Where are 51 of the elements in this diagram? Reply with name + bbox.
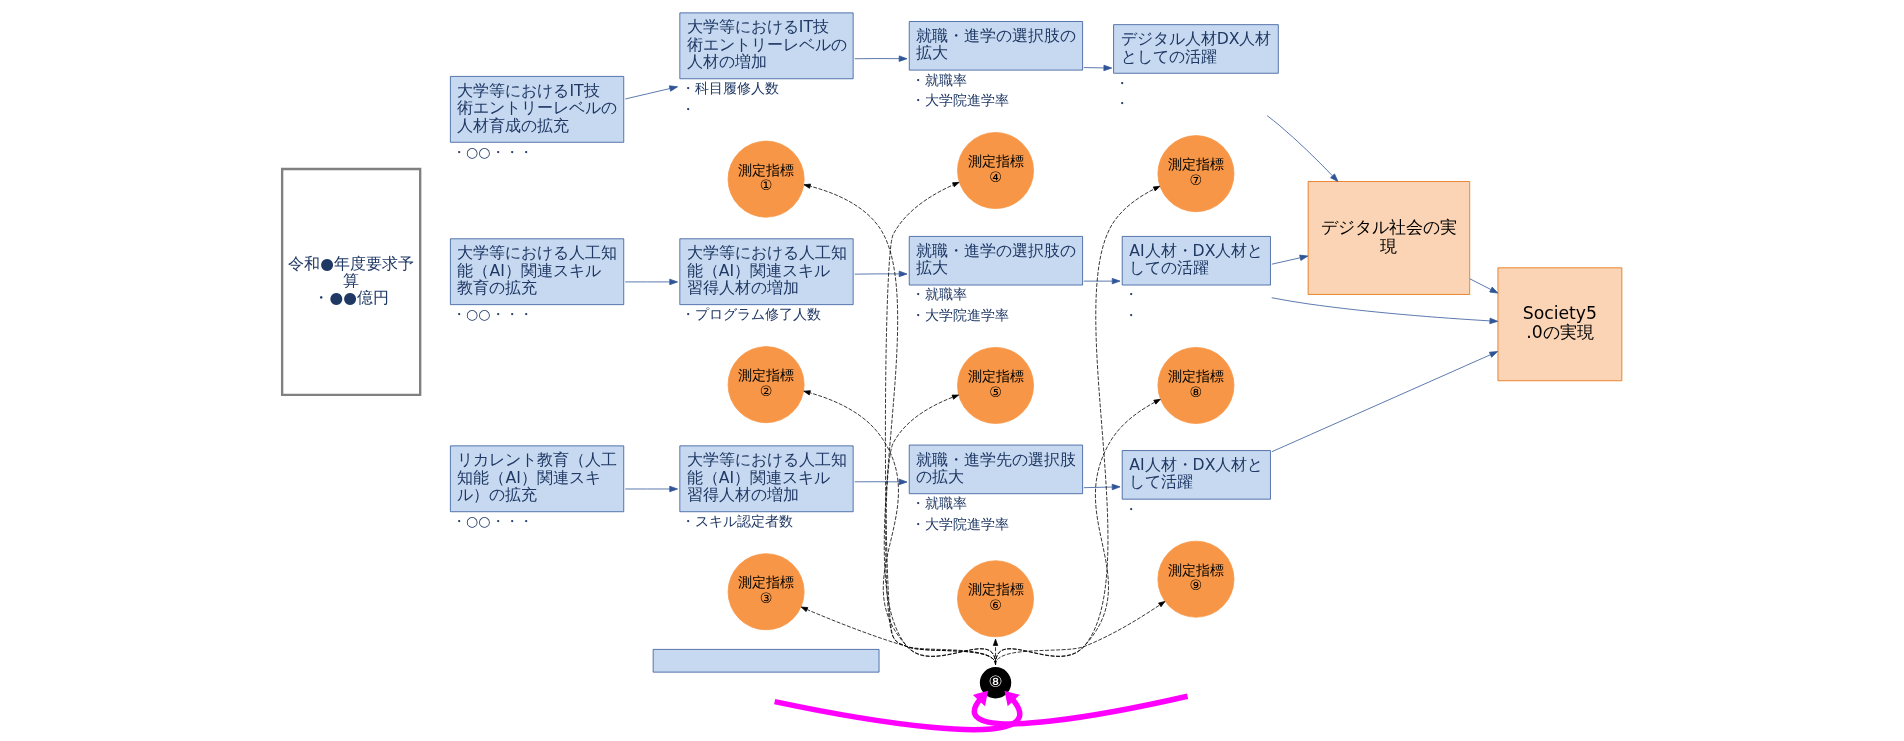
arrow (1469, 278, 1499, 294)
node-label: ・大学院進学率 (910, 515, 1009, 532)
node-label: ・○○・・・ (451, 143, 533, 160)
node-label: ・就職率 (910, 71, 967, 88)
node-label: ・就職率 (910, 286, 967, 303)
arrow (624, 278, 678, 286)
arrow (995, 185, 1161, 666)
node-label: ・大学院進学率 (910, 91, 1009, 108)
arrow (972, 690, 1189, 727)
node-label: ・大学院進学率 (910, 306, 1009, 323)
arrow (1266, 115, 1339, 182)
arrow (1271, 254, 1309, 265)
arrow (854, 55, 908, 62)
node-label: ・ (1123, 306, 1138, 323)
node-label: ・就職率 (910, 495, 967, 512)
arrow (992, 638, 999, 664)
node-circle: 測定指標 ⑧ (1157, 347, 1235, 424)
node-circle: 測定指標 ⑦ (1157, 135, 1235, 213)
node-label: ・ (1115, 74, 1130, 91)
node-label: ・科目履修人数 (681, 80, 780, 97)
node-label: ・○○・・・ (451, 513, 533, 530)
arrow (1271, 351, 1499, 453)
node-box: デジタル社会の実現 (1307, 181, 1471, 295)
node-circle: ⑧ (977, 664, 1014, 701)
node-label: ・ (1123, 286, 1138, 303)
node-circle: 測定指標 ⑥ (957, 560, 1034, 638)
arrow (995, 601, 1166, 666)
node-label: ・プログラム修了人数 (681, 306, 822, 323)
node-label: ・○○・・・ (451, 306, 533, 323)
node-circle: 測定指標 ④ (957, 132, 1034, 209)
node-label: ・ (1123, 500, 1138, 517)
arrow (995, 398, 1161, 666)
node-label: ・ (681, 100, 696, 117)
arrow (774, 690, 1023, 733)
node-circle: 測定指標 ③ (727, 553, 805, 631)
node-label: ・スキル認定者数 (681, 513, 794, 530)
arrow (1083, 483, 1121, 491)
node-box (652, 649, 880, 673)
arrow (1271, 297, 1499, 324)
node-circle: 測定指標 ① (727, 140, 805, 218)
node-circle: 測定指標 ② (727, 346, 805, 424)
node-box: 令和●年度要求予算 ・●●億円 (280, 167, 422, 397)
arrow (1083, 64, 1113, 72)
arrow (624, 85, 678, 100)
node-box: Society5.0の実現 (1497, 267, 1623, 382)
arrow (854, 270, 908, 278)
node-circle: 測定指標 ⑤ (957, 347, 1034, 424)
arrow (624, 485, 678, 493)
node-label: ・ (1115, 95, 1130, 112)
arrow (1083, 278, 1121, 285)
arrow (854, 478, 908, 485)
